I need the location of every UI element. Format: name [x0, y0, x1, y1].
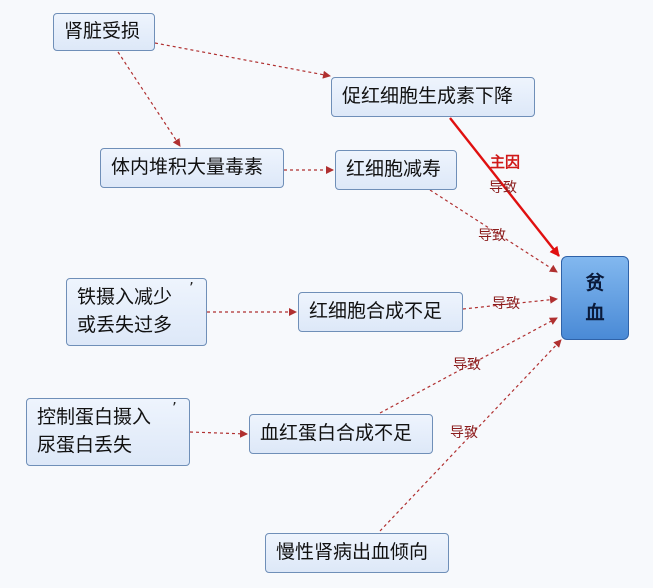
tick-mark-iron: ʼ: [189, 279, 194, 297]
node-epo-decline: 促红细胞生成素下降: [331, 77, 535, 117]
node-iron-line2: 或丢失过多: [77, 314, 173, 336]
node-anemia-line2: 血: [585, 302, 605, 324]
arrow-rbc-lifespan-to-anemia: [429, 189, 558, 273]
node-iron: 铁摄入减少 或丢失过多: [66, 278, 207, 346]
label-lead-epo: 导致: [489, 180, 517, 196]
node-anemia-line1: 贫: [585, 271, 605, 294]
arrow-kidney-to-epo: [154, 42, 331, 79]
arrow-kidney-to-toxins: [117, 51, 181, 147]
node-toxins: 体内堆积大量毒素: [100, 148, 284, 188]
node-hb-synthesis: 血红蛋白合成不足: [249, 414, 433, 454]
node-kidney-damage: 肾脏受损: [53, 13, 155, 51]
node-iron-line1: 铁摄入减少: [77, 286, 173, 309]
node-bleeding: 慢性肾病出血倾向: [265, 533, 449, 573]
arrow-epo-to-anemia-main: [449, 117, 560, 257]
label-lead-hb-synthesis: 导致: [453, 357, 481, 373]
label-lead-rbc-synthesis: 导致: [492, 296, 520, 312]
node-anemia: 贫 血: [561, 256, 629, 340]
node-protein-line1: 控制蛋白摄入: [37, 406, 152, 429]
label-lead-bleeding: 导致: [450, 425, 478, 441]
arrow-bleeding-to-anemia: [379, 339, 562, 532]
arrow-protein-to-hb-synthesis: [189, 429, 248, 438]
label-main-cause: 主因: [490, 153, 521, 171]
label-lead-rbc-lifespan: 导致: [478, 228, 506, 244]
arrow-rbc-synthesis-to-anemia: [462, 295, 558, 310]
node-rbc-synthesis: 红细胞合成不足: [298, 292, 463, 332]
tick-mark-protein: ʼ: [172, 399, 177, 417]
node-protein-line2: 尿蛋白丢失: [37, 434, 133, 456]
node-rbc-lifespan: 红细胞减寿: [335, 150, 457, 190]
node-protein: 控制蛋白摄入 尿蛋白丢失: [26, 398, 190, 466]
